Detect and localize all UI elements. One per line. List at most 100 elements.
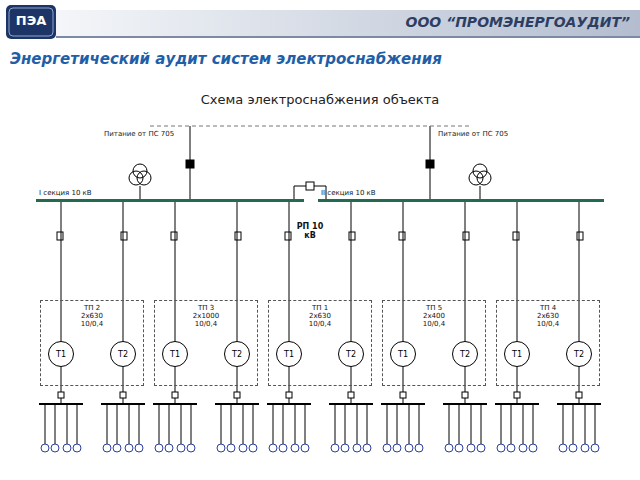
cable-line [579, 202, 580, 341]
lv-bus [557, 403, 601, 405]
cable-line [61, 202, 62, 341]
busbar: I секция 10 кВ [36, 189, 304, 202]
feeder-line [45, 404, 46, 444]
transformer-circle: Т1 [162, 341, 188, 367]
load-symbol [507, 444, 515, 452]
transformer-label: Т2 [232, 350, 242, 359]
transformer-label: Т2 [118, 350, 128, 359]
load-symbol [591, 444, 599, 452]
cable-line [289, 202, 290, 341]
load-symbol [279, 444, 287, 452]
feeder-line [357, 404, 358, 444]
feeder-line [501, 404, 502, 444]
feeder-line [169, 404, 170, 444]
feeder-line [221, 404, 222, 444]
lv-breaker [462, 392, 468, 398]
load-symbol [227, 444, 235, 452]
cable-line [175, 202, 176, 341]
cable-line [465, 202, 466, 341]
load-symbol [405, 444, 413, 452]
substation-label: ТП 5 2х400 10/0,4 [415, 304, 453, 328]
transformer-circle: Т1 [276, 341, 302, 367]
load-symbol [455, 444, 463, 452]
load-symbol [363, 444, 371, 452]
transformer-label: Т1 [170, 350, 180, 359]
feeder-line [409, 404, 410, 444]
page-title: Энергетический аудит систем электроснабж… [10, 50, 442, 68]
busbar: II секция 10 кВ [318, 189, 604, 202]
load-symbol [353, 444, 361, 452]
lv-breaker [58, 392, 64, 398]
load-symbol [73, 444, 81, 452]
load-symbol [331, 444, 339, 452]
feeder-line [573, 404, 574, 444]
lv-bus [101, 403, 145, 405]
diagram-label: Питание от ПС 705 [104, 130, 174, 138]
load-symbol [177, 444, 185, 452]
load-symbol [393, 444, 401, 452]
lv-breaker [120, 392, 126, 398]
diagram-label: РП 10 кВ [292, 222, 328, 240]
load-symbol [249, 444, 257, 452]
feeder-line [191, 404, 192, 444]
lv-bus [153, 403, 197, 405]
load-symbol [467, 444, 475, 452]
lv-breaker [576, 392, 582, 398]
feeder-line [471, 404, 472, 444]
load-symbol [187, 444, 195, 452]
transformer-circle: Т2 [452, 341, 478, 367]
lv-breaker [172, 392, 178, 398]
lv-bus [39, 403, 83, 405]
feeder-line [563, 404, 564, 444]
load-symbol [341, 444, 349, 452]
feeder-line [55, 404, 56, 444]
transformer-label: Т2 [346, 350, 356, 359]
load-symbol [41, 444, 49, 452]
feeder-line [181, 404, 182, 444]
lv-breaker [286, 392, 292, 398]
feeder-line [305, 404, 306, 444]
load-symbol [569, 444, 577, 452]
transformer-label: Т1 [512, 350, 522, 359]
substation-label: ТП 1 2х630 10/0,4 [301, 304, 339, 328]
substation-label: ТП 3 2х1000 10/0,4 [187, 304, 225, 328]
transformer-label: Т2 [574, 350, 584, 359]
load-symbol [291, 444, 299, 452]
feeder-line [419, 404, 420, 444]
load-symbol [217, 444, 225, 452]
lv-breaker [234, 392, 240, 398]
feeder-line [595, 404, 596, 444]
transformer-label: Т1 [284, 350, 294, 359]
load-symbol [383, 444, 391, 452]
feeder-line [67, 404, 68, 444]
substation-box: ТП 5 2х400 10/0,4Т1 Т2 [382, 300, 486, 386]
feeder-line [77, 404, 78, 444]
load-symbol [155, 444, 163, 452]
feeder-line [283, 404, 284, 444]
cable-line [517, 202, 518, 341]
load-symbol [113, 444, 121, 452]
feeder-line [139, 404, 140, 444]
transformer-circle: Т1 [390, 341, 416, 367]
feeder-line [295, 404, 296, 444]
feeder-line [129, 404, 130, 444]
load-symbol [63, 444, 71, 452]
feeder-line [523, 404, 524, 444]
substation-label: ТП 4 2х630 10/0,4 [529, 304, 567, 328]
substation-label: ТП 2 2х630 10/0,4 [73, 304, 111, 328]
transformer-circle: Т1 [504, 341, 530, 367]
feeder-line [253, 404, 254, 444]
lv-bus [215, 403, 259, 405]
transformer-circle: Т1 [48, 341, 74, 367]
feeder-line [243, 404, 244, 444]
feeder-line [367, 404, 368, 444]
load-symbol [529, 444, 537, 452]
feeder-line [397, 404, 398, 444]
load-symbol [239, 444, 247, 452]
load-symbol [415, 444, 423, 452]
transformer-label: Т2 [460, 350, 470, 359]
load-symbol [581, 444, 589, 452]
feeder-line [511, 404, 512, 444]
feeder-line [345, 404, 346, 444]
